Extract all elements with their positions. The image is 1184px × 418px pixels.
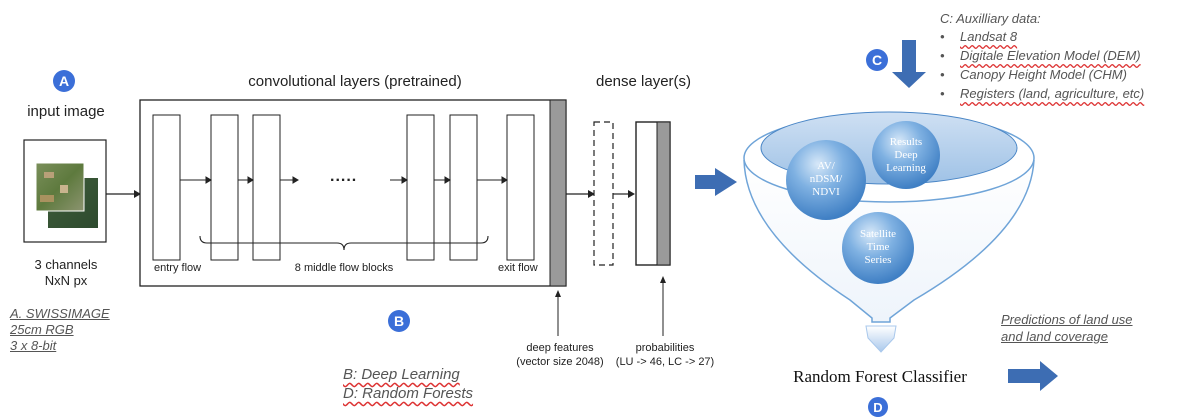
swissimage-name: A. SWISSIMAGE	[10, 306, 110, 321]
badge-c: C	[866, 49, 888, 71]
sphere-av-ndsm-ndvi	[786, 140, 866, 220]
sphere-results-deep-learning	[872, 121, 940, 189]
middle-flow-block	[252, 114, 281, 261]
input-to-cnn-arrowhead	[134, 190, 141, 198]
badge-a: A	[53, 70, 75, 92]
sphere-av-label: AV/ nDSM/ NDVI	[809, 160, 843, 199]
method-b: B: Deep Learning	[343, 366, 460, 383]
cnn-box	[139, 99, 567, 287]
deep-features-size: (vector size 2048)	[516, 356, 604, 368]
swissimage-bitdepth: 3 x 8-bit	[10, 338, 57, 353]
exit-flow-block	[506, 114, 535, 261]
badge-c-letter: C	[872, 52, 882, 68]
input-size: NxN px	[44, 273, 88, 288]
badge-b-letter: B	[394, 313, 404, 329]
predictions-line2: and land coverage	[1001, 329, 1108, 344]
sphere-results-label: Results Deep Learning	[886, 136, 926, 175]
cnn-title: convolutional layers (pretrained)	[248, 73, 462, 90]
dense-dashed-layer	[593, 121, 614, 266]
swissimage-resolution: 25cm RGB	[10, 322, 74, 337]
funnel-spout	[865, 325, 897, 353]
arrow-aux-down	[892, 40, 926, 88]
aux-item: •Registers (land, agriculture, etc)	[940, 86, 1145, 101]
middle-flow-label: 8 middle flow blocks	[294, 262, 394, 274]
funnel	[743, 111, 1035, 353]
method-d: D: Random Forests	[343, 385, 474, 402]
exit-flow-label: exit flow	[498, 262, 538, 274]
middle-flow-block	[449, 114, 478, 261]
probabilities-counts: (LU -> 46, LC -> 27)	[615, 356, 715, 368]
badge-b: B	[388, 310, 410, 332]
input-channels: 3 channels	[34, 257, 98, 272]
badge-d-letter: D	[873, 400, 882, 415]
aux-item: •Digitale Elevation Model (DEM)	[940, 48, 1141, 63]
dense-title: dense layer(s)	[596, 73, 692, 90]
aux-item: •Landsat 8	[940, 29, 1018, 44]
probabilities-label: probabilities	[635, 342, 695, 354]
deep-feature-bar	[549, 99, 567, 287]
predictions-line1: Predictions of land use	[1001, 312, 1133, 327]
dense-layer	[635, 121, 671, 266]
arrow-to-predictions	[1008, 361, 1058, 391]
badge-a-letter: A	[59, 73, 69, 89]
sphere-satellite-time-series	[842, 212, 914, 284]
aux-item: •Canopy Height Model (CHM)	[940, 67, 1127, 82]
arrow-to-funnel	[695, 168, 737, 196]
badge-d: D	[868, 397, 888, 417]
input-image-title: input image	[27, 103, 105, 120]
middle-flow-block	[210, 114, 239, 261]
entry-flow-label: entry flow	[154, 262, 202, 274]
input-image-box	[23, 139, 107, 243]
sphere-satellite-label: Satellite Time Series	[859, 228, 897, 267]
aux-heading: C: Auxilliary data:	[940, 11, 1041, 26]
deep-features-label: deep features	[526, 342, 594, 354]
middle-flow-block	[406, 114, 435, 261]
middle-flow-ellipsis: .....	[330, 168, 358, 185]
random-forest-label: Random Forest Classifier	[793, 367, 967, 386]
middle-flow-brace	[199, 235, 489, 251]
entry-flow-block	[152, 114, 181, 261]
